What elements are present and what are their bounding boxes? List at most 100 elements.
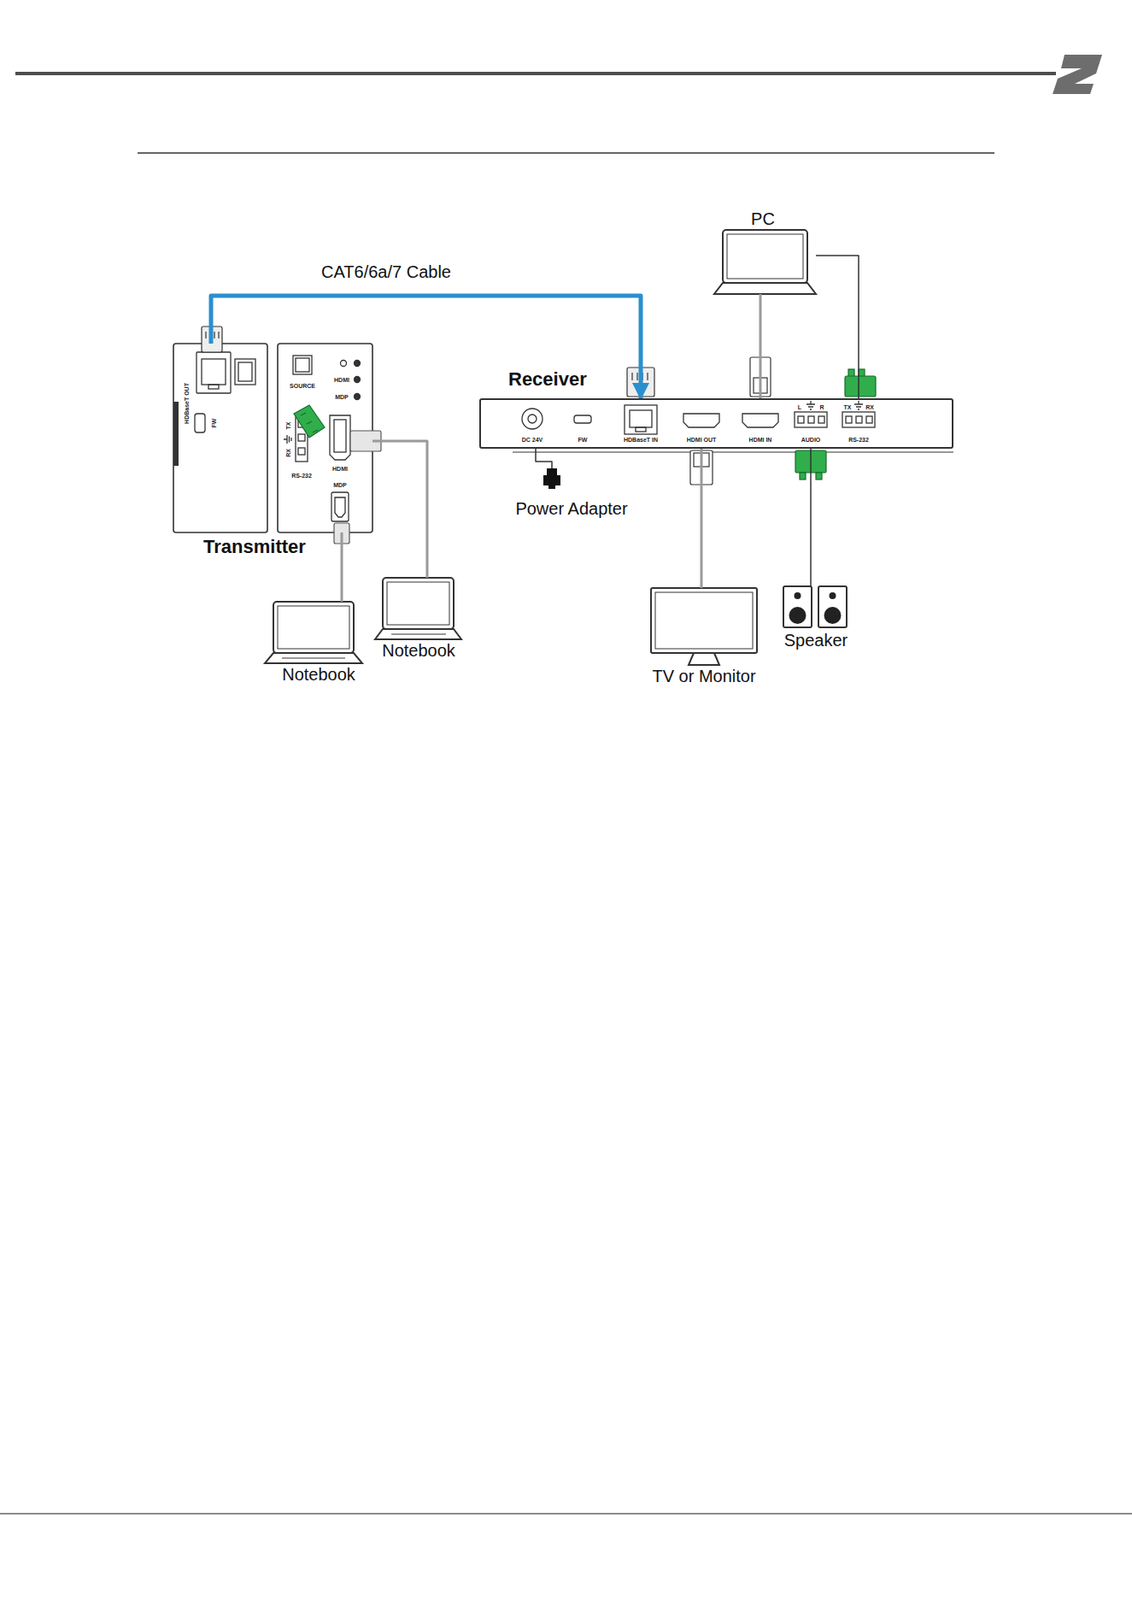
port-label: DC 24V	[522, 436, 544, 443]
port-label: MDP	[334, 393, 349, 400]
device-icons-part	[387, 581, 450, 625]
port-label: TX	[844, 404, 852, 411]
receiver-ports-part	[624, 404, 657, 435]
device-icons-part	[281, 657, 346, 659]
device-icons-part	[273, 601, 354, 653]
notebook-laptop: Notebook	[264, 601, 363, 663]
transmitter-housing-part	[334, 497, 346, 517]
signal-cable	[815, 255, 859, 399]
transmitter-housing-part	[354, 393, 361, 400]
receiver-ports-part	[854, 400, 863, 410]
port-label: RS-232	[291, 472, 312, 479]
transmitter-housing-part	[173, 343, 268, 533]
port-label: R	[819, 404, 824, 411]
cat-cable	[211, 295, 641, 399]
port-label: HDMI	[332, 465, 348, 472]
device-icons-part	[382, 577, 454, 629]
device-icons-part	[714, 282, 816, 294]
device-label: Receiver	[508, 369, 587, 390]
receiver-ports-part	[527, 414, 537, 423]
transmitter-housing-part	[293, 355, 312, 375]
transmitter-housing-part	[238, 362, 253, 382]
page-header-part	[1052, 54, 1103, 94]
receiver-plugs	[627, 357, 876, 485]
transmitter-unit: Transmitter	[173, 343, 373, 533]
transmitter-housing-part	[173, 401, 179, 466]
receiver-ports-part	[512, 451, 954, 453]
device-icons-part	[277, 605, 350, 649]
receiver-ports-part	[818, 416, 825, 423]
device-icons-part	[783, 586, 812, 628]
receiver-ports-part	[842, 411, 875, 428]
receiver-ports-part	[742, 413, 779, 428]
device-icons-part	[824, 606, 842, 624]
transmitter-housing-part	[208, 384, 219, 389]
transmitter-housing-part	[194, 413, 206, 433]
page-header-part	[137, 152, 995, 154]
transmitter-housing	[173, 343, 373, 533]
device-icons-part	[688, 652, 720, 665]
port-label: RX	[865, 404, 874, 411]
transmitter-housing-part	[234, 358, 256, 385]
receiver-unit: Receiver	[479, 398, 954, 449]
device-label: Notebook	[281, 664, 356, 684]
receiver-ports	[512, 400, 954, 452]
device-label: Speaker	[784, 630, 849, 650]
receiver-ports-part	[629, 410, 652, 428]
port-label: TX	[285, 422, 292, 430]
device-icons-part	[818, 586, 847, 628]
device-icons-part	[651, 587, 757, 653]
signal-cable	[759, 293, 763, 399]
port-label: SOURCE	[289, 382, 316, 389]
speaker-pair: Speaker	[783, 586, 847, 628]
device-label: TV or Monitor	[651, 666, 756, 686]
signal-cable	[535, 448, 552, 469]
transmitter-housing-part	[283, 434, 292, 444]
device-icons-part	[722, 229, 808, 283]
receiver-ports-part	[683, 413, 720, 428]
port-label: AUDIO	[801, 436, 822, 443]
transmitter-housing-part	[196, 351, 231, 393]
tv-monitor: TV or Monitor	[651, 587, 757, 665]
port-label: HDMI	[334, 376, 350, 383]
transmitter-housing-part	[354, 360, 361, 367]
receiver-ports-part	[806, 400, 816, 410]
receiver-ports-part	[635, 427, 646, 432]
receiver-ports-part	[856, 416, 863, 423]
transmitter-housing-part	[329, 415, 351, 460]
transmitter-housing-part	[298, 447, 305, 455]
device-label: PC	[750, 209, 775, 229]
pc-laptop: PC	[714, 229, 816, 294]
page-header-part	[0, 1512, 1132, 1514]
receiver-ports-part	[866, 416, 873, 423]
transmitter-housing-part	[295, 357, 310, 372]
device-icons-part	[829, 592, 837, 599]
device-label: Transmitter	[203, 536, 306, 558]
cable-label: CAT6/6a/7 Cable	[318, 262, 454, 282]
port-label: FW	[211, 418, 218, 429]
signal-cable	[809, 448, 812, 587]
device-icons-part	[264, 652, 363, 663]
device-icons-part	[375, 628, 462, 640]
receiver-plugs-part	[844, 375, 876, 397]
signal-cable	[340, 532, 344, 602]
receiver-ports-part	[574, 415, 592, 423]
transmitter-housing-part	[201, 358, 226, 385]
transmitter-housing-part	[334, 419, 347, 452]
page-header	[0, 54, 1132, 1514]
device-icons-part	[727, 234, 804, 279]
port-label: HDBaseT IN	[623, 436, 658, 443]
transmitter-housing-part	[354, 376, 361, 383]
transmitter-plugs	[201, 326, 382, 544]
device-icons-part	[789, 606, 807, 624]
transmitter-housing-part	[340, 360, 347, 367]
port-label: L	[797, 404, 802, 411]
power-adapter-plug: Power Adapter	[543, 468, 561, 489]
receiver-plugs-part	[815, 472, 822, 480]
device-label: Power Adapter	[515, 498, 628, 518]
transmitter-plugs-part	[293, 404, 325, 438]
device-label: Notebook	[381, 640, 456, 660]
